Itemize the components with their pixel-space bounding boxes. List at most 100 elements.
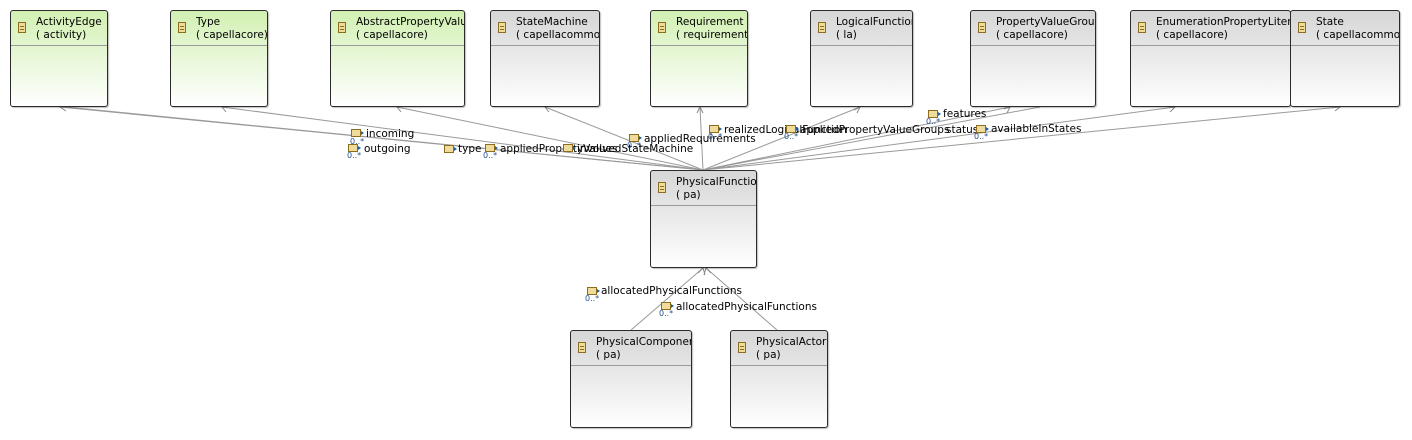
class-state[interactable]: State ( capellacommon): [1290, 10, 1400, 107]
reference-icon: [661, 302, 674, 310]
class-abstract-property-value[interactable]: AbstractPropertyValue ( capellacore): [330, 10, 465, 107]
class-package: ( pa): [756, 349, 781, 361]
label-features[interactable]: features: [943, 108, 987, 120]
multiplicity: 0..*: [974, 132, 989, 141]
class-physical-function[interactable]: PhysicalFunction ( pa): [650, 170, 757, 268]
class-icon: [658, 182, 666, 193]
edge-allocated-physical-functions-actor[interactable]: [705, 267, 778, 331]
label-applied-property-value-groups[interactable]: appliedPropertyValueGroups: [800, 124, 950, 136]
label-involved-state-machine[interactable]: involvedStateMachine: [577, 143, 694, 155]
class-header: Type ( capellacore): [171, 11, 267, 46]
edge-features[interactable]: [702, 106, 1011, 171]
class-name: StateMachine: [516, 16, 588, 28]
class-header: EnumerationPropertyLiteral ( capellacore…: [1131, 11, 1290, 46]
class-name: PhysicalComponent: [596, 336, 691, 348]
class-package: ( capellacore): [996, 29, 1068, 41]
label-allocated-physical-functions-1[interactable]: allocatedPhysicalFunctions: [601, 285, 742, 297]
class-icon: [578, 342, 586, 353]
class-name: Type: [196, 16, 221, 28]
class-state-machine[interactable]: StateMachine ( capellacommon): [490, 10, 600, 107]
multiplicity: 0..*: [347, 151, 362, 160]
class-package: ( activity): [36, 29, 87, 41]
label-allocated-physical-functions-2[interactable]: allocatedPhysicalFunctions: [676, 301, 817, 313]
reference-icon: [709, 125, 722, 133]
class-package: ( pa): [676, 189, 701, 201]
label-realized-logical-function[interactable]: realizedLogicalFunction: [724, 124, 847, 136]
edge-allocated-physical-functions-component[interactable]: [630, 267, 704, 331]
edge-type[interactable]: [221, 106, 704, 171]
class-icon: [18, 22, 26, 33]
edge-applied-property-values[interactable]: [396, 106, 704, 171]
multiplicity: 0..*: [483, 151, 498, 160]
label-type[interactable]: type: [458, 143, 482, 155]
class-header: LogicalFunction ( la): [811, 11, 912, 46]
label-outgoing[interactable]: outgoing: [364, 143, 411, 155]
reference-icon: [485, 144, 498, 152]
reference-icon: [444, 145, 457, 153]
class-header: ActivityEdge ( activity): [11, 11, 107, 46]
label-applied-property-values[interactable]: appliedPropertyValues: [500, 143, 618, 155]
class-package: ( capellacore): [196, 29, 267, 41]
class-icon: [338, 22, 346, 33]
class-header: PhysicalComponent ( pa): [571, 331, 691, 366]
class-icon: [1298, 22, 1306, 33]
edge-applied-property-value-groups[interactable]: [702, 106, 1041, 171]
class-requirement[interactable]: Requirement ( requirement): [650, 10, 748, 107]
multiplicity: 0..*: [659, 309, 674, 318]
class-activity-edge[interactable]: ActivityEdge ( activity): [10, 10, 108, 107]
class-name: Requirement: [676, 16, 744, 28]
edge-realized-logical-function[interactable]: [702, 106, 861, 171]
reference-icon: [629, 134, 642, 142]
label-status[interactable]: status: [946, 124, 979, 136]
class-icon: [738, 342, 746, 353]
class-logical-function[interactable]: LogicalFunction ( la): [810, 10, 913, 107]
class-icon: [658, 22, 666, 33]
class-package: ( capellacore): [356, 29, 428, 41]
reference-icon: [351, 129, 364, 137]
edge-incoming[interactable]: [65, 106, 704, 171]
multiplicity: 0..*: [585, 294, 600, 303]
label-available-in-states[interactable]: availableInStates: [991, 123, 1082, 135]
class-icon: [818, 22, 826, 33]
class-enumeration-property-literal[interactable]: EnumerationPropertyLiteral ( capellacore…: [1130, 10, 1291, 107]
class-icon: [498, 22, 506, 33]
class-header: PropertyValueGroup ( capellacore): [971, 11, 1095, 46]
class-package: ( la): [836, 29, 857, 41]
edge-available-in-states[interactable]: [702, 106, 1341, 171]
class-type[interactable]: Type ( capellacore): [170, 10, 268, 107]
class-name: EnumerationPropertyLiteral: [1156, 16, 1290, 28]
label-applied-requirements[interactable]: appliedRequirements: [644, 133, 756, 145]
class-icon: [178, 22, 186, 33]
class-property-value-group[interactable]: PropertyValueGroup ( capellacore): [970, 10, 1096, 107]
class-package: ( capellacore): [1156, 29, 1228, 41]
class-name: PropertyValueGroup: [996, 16, 1095, 28]
class-header: AbstractPropertyValue ( capellacore): [331, 11, 464, 46]
class-header: PhysicalFunction ( pa): [651, 171, 756, 206]
label-incoming[interactable]: incoming: [366, 128, 415, 140]
class-physical-component[interactable]: PhysicalComponent ( pa): [570, 330, 692, 428]
reference-icon: [786, 125, 799, 133]
class-icon: [1138, 22, 1146, 33]
edge-applied-requirements[interactable]: [699, 106, 704, 171]
edge-status[interactable]: [702, 106, 1176, 171]
multiplicity: 0..*: [926, 117, 941, 126]
class-header: State ( capellacommon): [1291, 11, 1399, 46]
class-header: StateMachine ( capellacommon): [491, 11, 599, 46]
multiplicity: 0..*: [350, 137, 365, 146]
multiplicity: 0..*: [627, 141, 642, 150]
reference-icon: [587, 287, 600, 295]
class-name: AbstractPropertyValue: [356, 16, 464, 28]
reference-icon: [348, 144, 361, 152]
arrowheads: [58, 104, 1342, 276]
class-package: ( capellacommon): [516, 29, 599, 41]
class-package: ( requirement): [676, 29, 747, 41]
edge-involved-state-machine[interactable]: [544, 106, 704, 171]
reference-icon: [928, 110, 941, 118]
multiplicity: 0..*: [784, 132, 799, 141]
class-name: State: [1316, 16, 1344, 28]
class-name: PhysicalFunction: [676, 176, 756, 188]
class-name: ActivityEdge: [36, 16, 102, 28]
class-physical-actor[interactable]: PhysicalActor ( pa): [730, 330, 828, 428]
